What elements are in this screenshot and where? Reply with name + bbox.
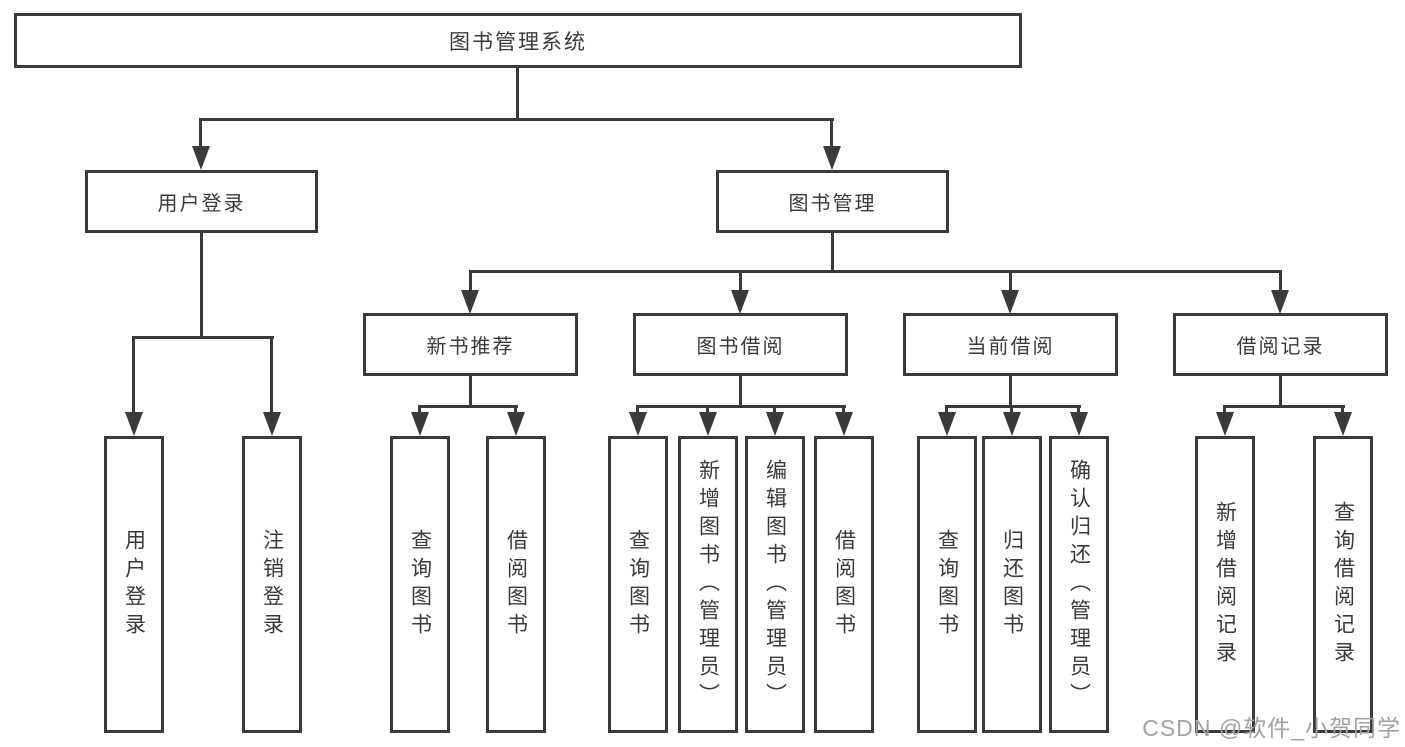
connector-vline [706, 405, 709, 415]
node-new-book-recommend: 新书推荐 [363, 313, 578, 376]
arrow-down-icon [629, 412, 647, 436]
node-user-login: 用户登录 [85, 170, 318, 233]
connector-vline [1077, 405, 1080, 415]
arrow-down-icon [1003, 412, 1021, 436]
arrow-down-icon [835, 412, 853, 436]
node-label: 查询借阅记录 [1331, 500, 1355, 669]
arrow-down-icon [1216, 412, 1234, 436]
node-book-borrowing: 图书借阅 [633, 313, 848, 376]
connector-vline [514, 405, 517, 415]
node-label: 当前借阅 [966, 336, 1055, 358]
leaf-return-book: 归还图书 [982, 436, 1042, 733]
connector-vline [516, 68, 519, 121]
leaf-logout: 注销登录 [242, 436, 302, 733]
node-label: 查询图书 [935, 528, 959, 641]
leaf-edit-book-admin: 编辑图书（管理员） [745, 436, 805, 733]
arrow-down-icon [938, 412, 956, 436]
arrow-down-icon [411, 412, 429, 436]
connector-vline [418, 405, 421, 415]
leaf-user-login: 用户登录 [104, 436, 164, 733]
connector-hline [636, 405, 846, 408]
connector-hline [469, 270, 1282, 273]
node-label: 新增借阅记录 [1213, 500, 1237, 669]
arrow-down-icon [507, 412, 525, 436]
leaf-borrow-books: 借阅图书 [814, 436, 874, 733]
node-borrow-records: 借阅记录 [1173, 313, 1388, 376]
node-current-borrowing: 当前借阅 [903, 313, 1118, 376]
node-label: 图书借阅 [696, 336, 785, 358]
node-label: 新增图书（管理员） [696, 458, 720, 711]
arrow-down-icon [192, 146, 210, 170]
leaf-query-books-recommend: 查询图书 [390, 436, 450, 733]
connector-hline [132, 336, 274, 339]
arrow-down-icon [1271, 290, 1289, 314]
connector-vline [1009, 270, 1012, 292]
connector-vline [739, 270, 742, 292]
connector-vline [831, 233, 834, 272]
node-label: 归还图书 [1000, 528, 1024, 641]
node-library-system: 图书管理系统 [14, 13, 1022, 68]
arrow-down-icon [1001, 290, 1019, 314]
connector-vline [1279, 376, 1282, 407]
arrow-down-icon [125, 412, 143, 436]
arrow-down-icon [823, 146, 841, 170]
arrow-down-icon [1070, 412, 1088, 436]
connector-vline [1010, 405, 1013, 415]
arrow-down-icon [461, 290, 479, 314]
arrow-down-icon [699, 412, 717, 436]
connector-vline [1223, 405, 1226, 415]
connector-vline [1341, 405, 1344, 415]
connector-vline [469, 376, 472, 407]
node-label: 图书管理 [788, 193, 877, 215]
connector-vline [132, 336, 135, 414]
connector-hline [1223, 405, 1345, 408]
connector-vline [773, 405, 776, 415]
leaf-add-borrow-record: 新增借阅记录 [1195, 436, 1255, 733]
connector-vline [270, 336, 273, 414]
connector-vline [739, 376, 742, 407]
node-label: 图书管理系统 [449, 30, 587, 54]
leaf-borrow-books-recommend: 借阅图书 [486, 436, 546, 733]
connector-vline [945, 405, 948, 415]
node-label: 借阅图书 [504, 528, 528, 641]
connector-hline [418, 405, 518, 408]
connector-vline [199, 118, 202, 150]
connector-vline [200, 233, 203, 338]
connector-vline [1009, 376, 1012, 407]
connector-hline [199, 118, 834, 121]
arrow-down-icon [766, 412, 784, 436]
leaf-add-book-admin: 新增图书（管理员） [678, 436, 738, 733]
connector-vline [830, 118, 833, 150]
connector-vline [469, 270, 472, 292]
node-label: 借阅记录 [1236, 336, 1325, 358]
node-label: 用户登录 [157, 193, 246, 215]
connector-vline [842, 405, 845, 415]
node-label: 注销登录 [260, 528, 284, 641]
connector-vline [1279, 270, 1282, 292]
arrow-down-icon [1334, 412, 1352, 436]
node-label: 用户登录 [122, 528, 146, 641]
node-label: 查询图书 [626, 528, 650, 641]
arrow-down-icon [731, 290, 749, 314]
node-label: 编辑图书（管理员） [763, 458, 787, 711]
leaf-confirm-return-admin: 确认归还（管理员） [1049, 436, 1109, 733]
arrow-down-icon [263, 412, 281, 436]
node-book-management: 图书管理 [716, 170, 949, 233]
connector-vline [636, 405, 639, 415]
leaf-query-books-borrow: 查询图书 [608, 436, 668, 733]
leaf-query-borrow-record: 查询借阅记录 [1313, 436, 1373, 733]
node-label: 查询图书 [408, 528, 432, 641]
watermark: CSDN @软件_小贺同学 [1142, 715, 1401, 741]
node-label: 借阅图书 [832, 528, 856, 641]
leaf-query-books-current: 查询图书 [917, 436, 977, 733]
connector-hline [945, 405, 1081, 408]
node-label: 确认归还（管理员） [1067, 458, 1091, 711]
node-label: 新书推荐 [426, 336, 515, 358]
